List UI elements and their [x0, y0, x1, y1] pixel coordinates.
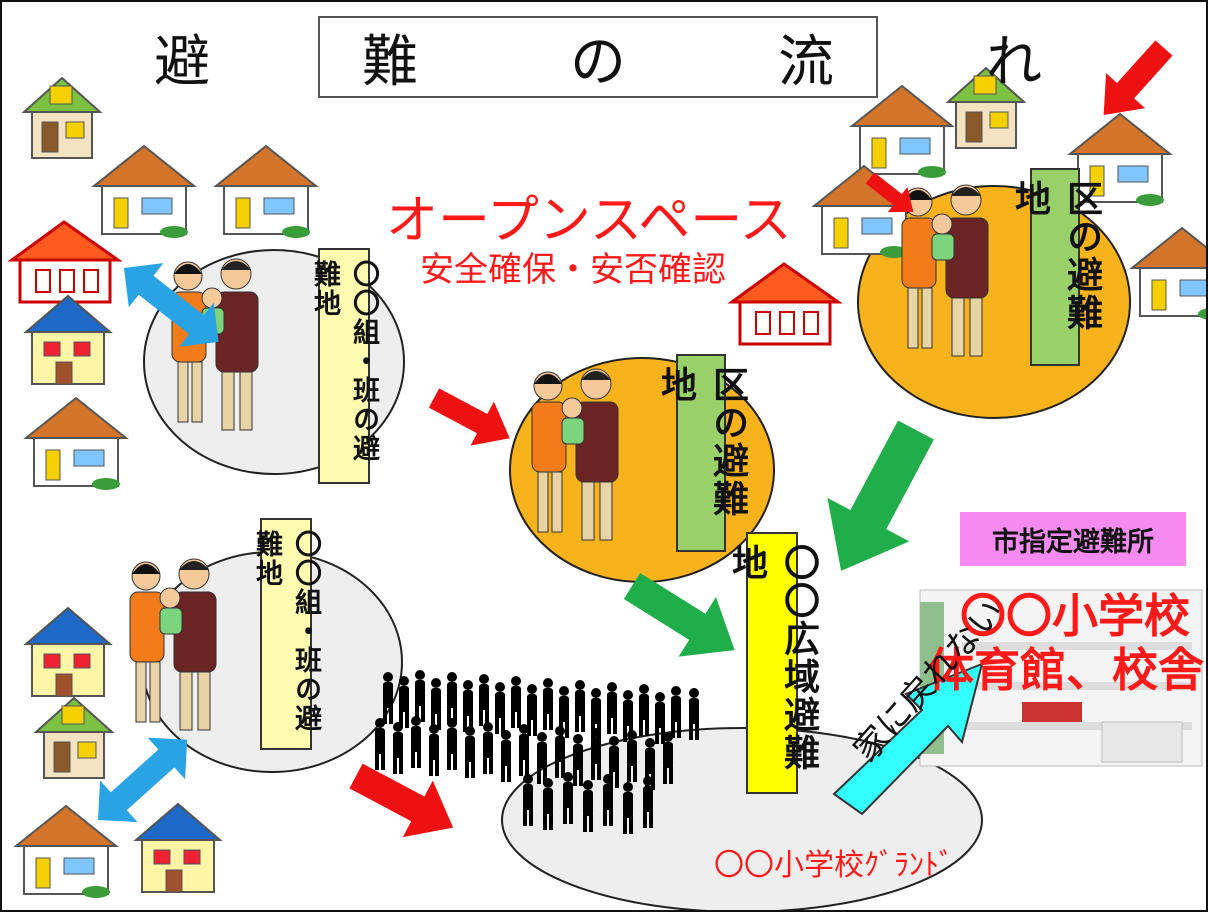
house-icon [1131, 227, 1206, 321]
house-icon [135, 803, 221, 893]
house-icon [851, 85, 953, 179]
cyan-arrow-icon [832, 662, 984, 816]
group-shelter-label-2: 〇〇組・班の避難地 [251, 518, 321, 750]
house-icon [25, 397, 127, 491]
red-arrow-icon [1084, 30, 1184, 133]
open-space-subtitle: 安全確保・安否確認 [420, 250, 726, 290]
school-facilities: 体育館、校舎 [928, 643, 1204, 697]
house-icon [23, 77, 101, 159]
house-icon [215, 145, 317, 239]
school-ground-label: 〇〇小学校ｸﾞﾗﾝﾄﾞ [714, 848, 954, 883]
house-icon [35, 697, 113, 779]
house-icon [25, 295, 111, 385]
red-arrow-icon [422, 375, 522, 461]
house-icon [25, 607, 111, 697]
ward-shelter-label-center: 区の避難地 [655, 354, 748, 552]
city-shelter-badge: 市指定避難所 [960, 512, 1186, 566]
house-icon [730, 262, 840, 346]
house-icon [93, 145, 195, 239]
wide-area-shelter-label: 〇〇広域避難地 [726, 532, 819, 794]
school-name: 〇〇小学校 [960, 589, 1190, 643]
page-title: 避 難 の 流 れ [154, 29, 1090, 95]
open-space-title: オープンスペース [386, 191, 792, 251]
ward-shelter-label-top-right: 区の避難地 [1009, 168, 1102, 366]
group-shelter-label-1: 〇〇組・班の避難地 [309, 248, 379, 484]
title-box: 避 難 の 流 れ [154, 16, 1042, 98]
